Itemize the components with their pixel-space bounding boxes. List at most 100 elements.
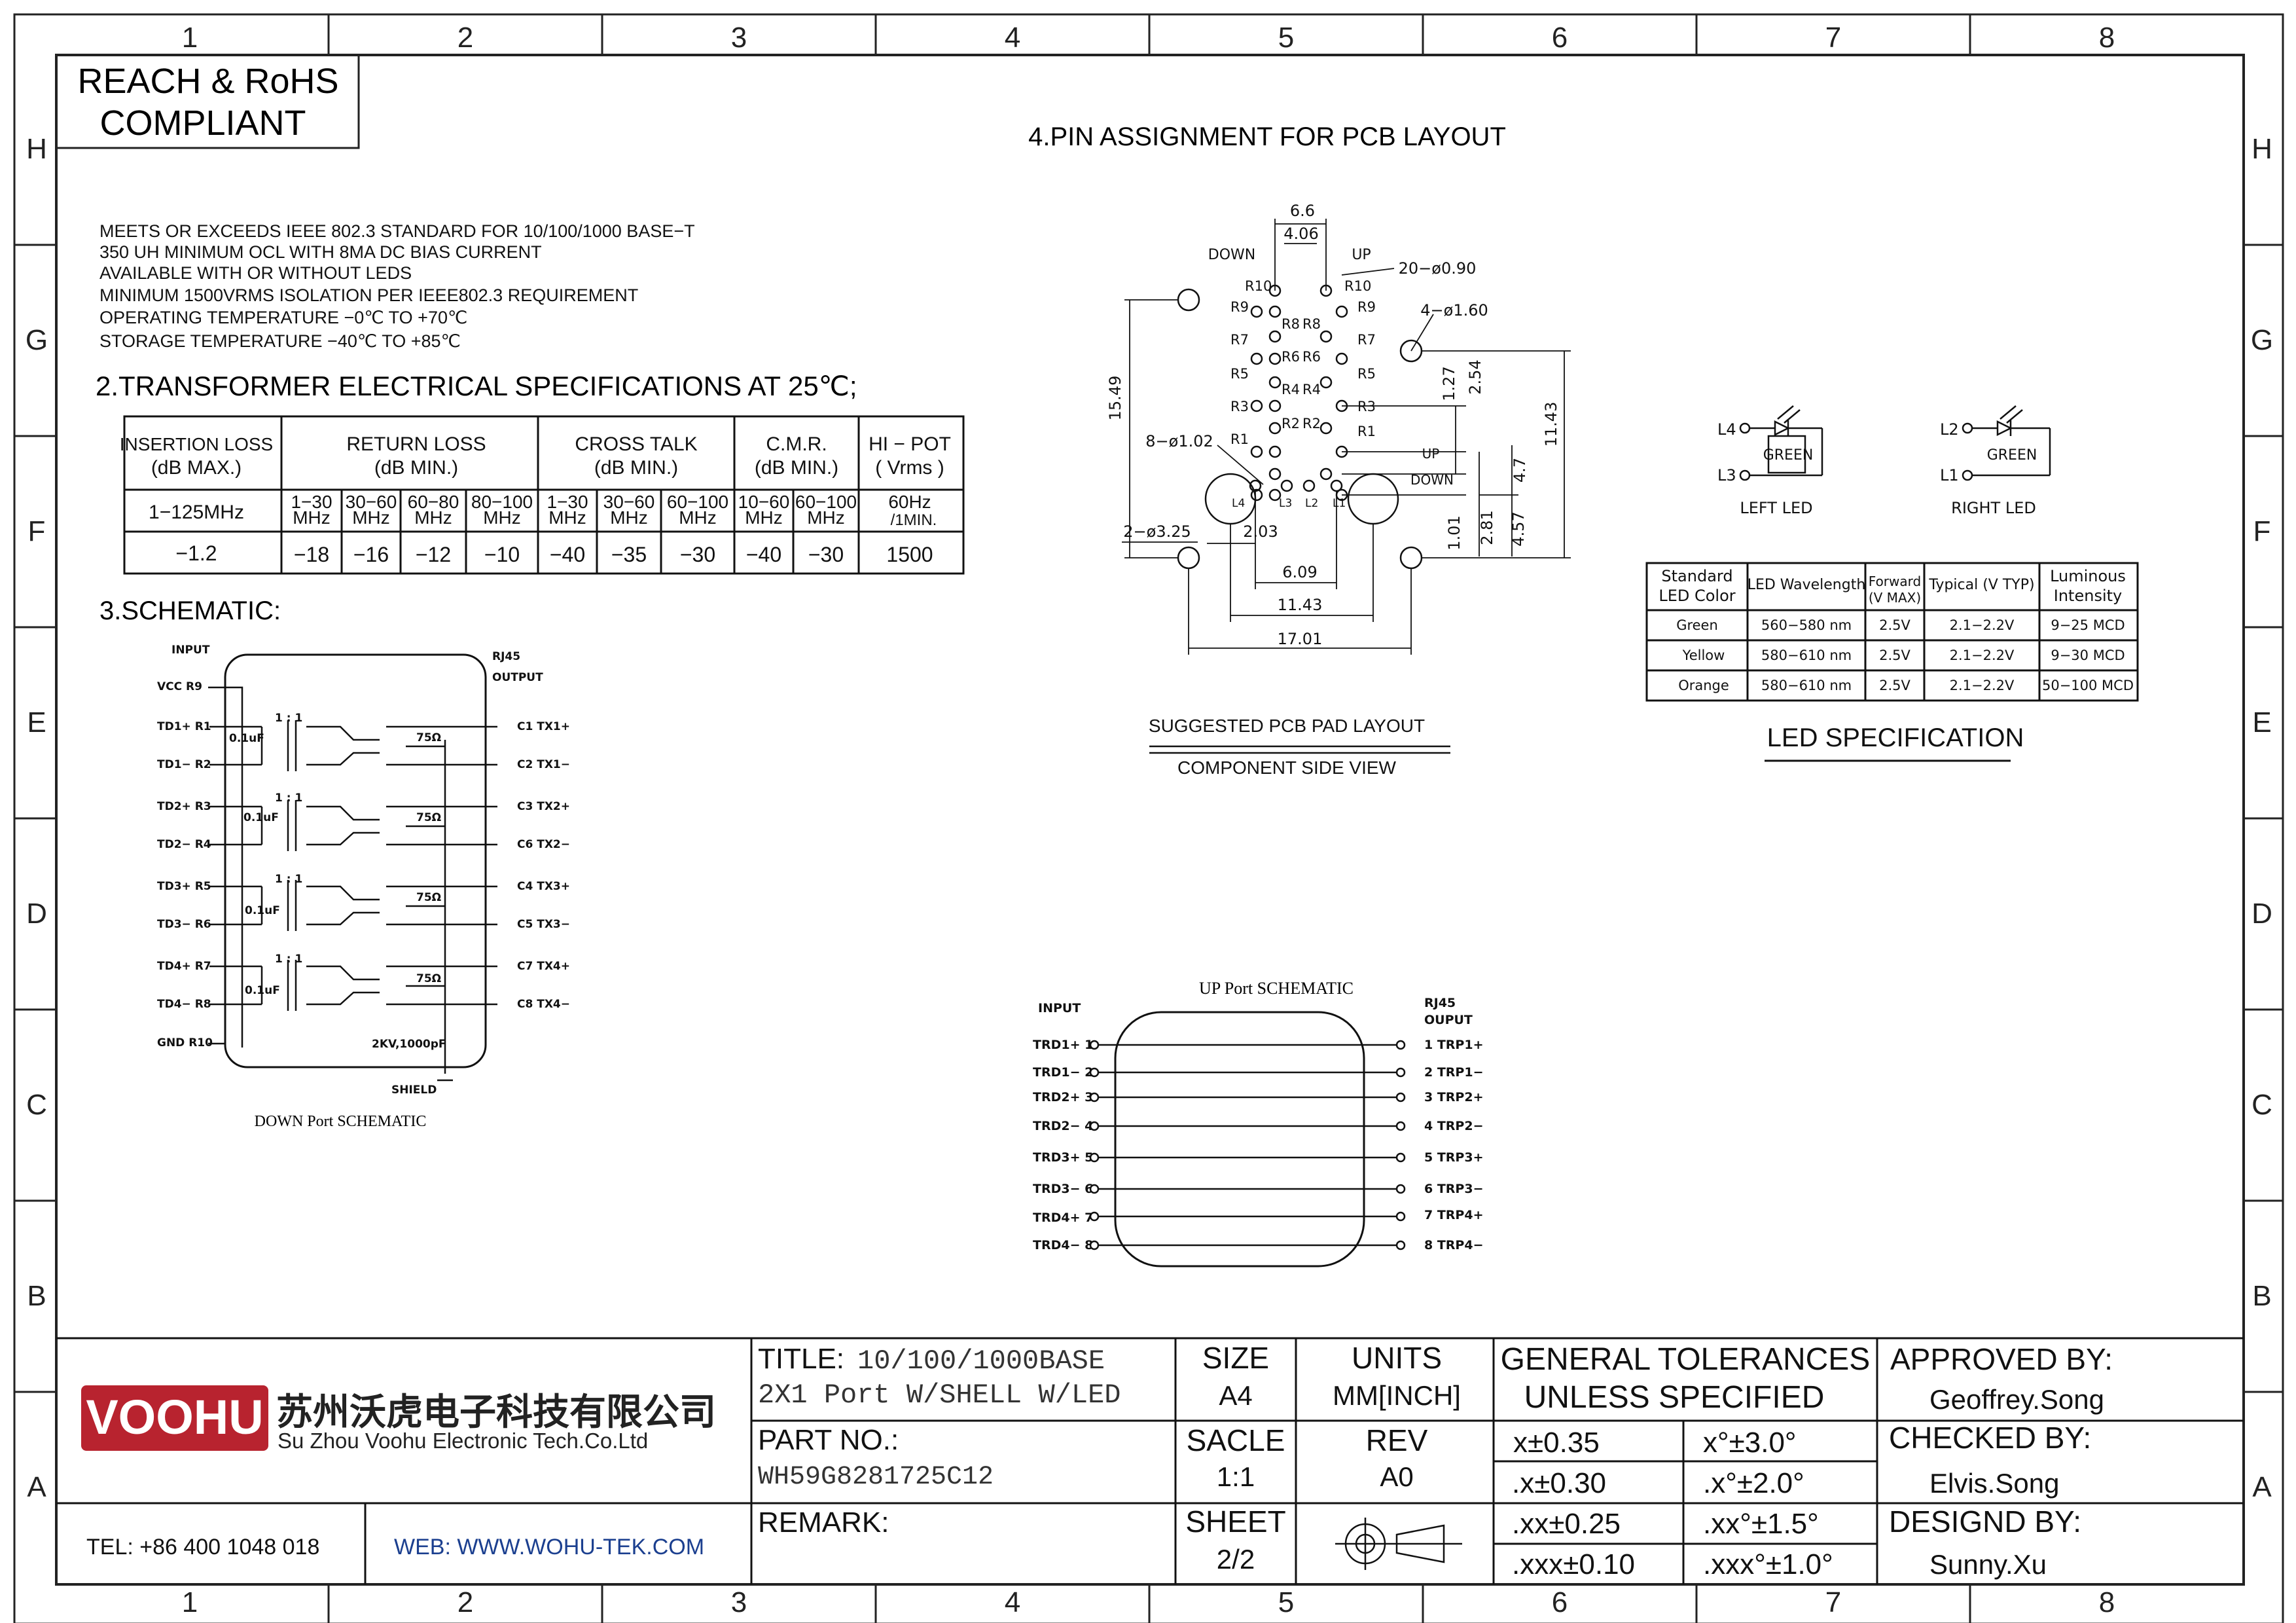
us-left-pin: TRD1+ 1 bbox=[1033, 1038, 1093, 1052]
us-left-pin: TRD4− 8 bbox=[1033, 1238, 1093, 1252]
size-value: A4 bbox=[1219, 1380, 1252, 1411]
ds-hv-cap: 2KV,1000pF bbox=[372, 1038, 446, 1051]
col-label: 7 bbox=[1825, 1586, 1841, 1618]
col-label: 5 bbox=[1278, 1586, 1294, 1618]
led-cell: 9−30 MCD bbox=[2051, 647, 2125, 663]
rev-label: REV bbox=[1366, 1423, 1428, 1457]
rev-value: A0 bbox=[1380, 1461, 1413, 1492]
pcb-pads bbox=[1177, 284, 1423, 570]
logo-text: VOOHU bbox=[86, 1390, 263, 1444]
us-left-pin: TRD2− 4 bbox=[1033, 1119, 1093, 1133]
led-cell: Yellow bbox=[1682, 647, 1725, 663]
ds-rj45: RJ45 bbox=[492, 650, 520, 663]
led-cell: 50−100 MCD bbox=[2042, 678, 2134, 693]
led-left-color: GREEN bbox=[1763, 447, 1814, 464]
val-cell: −12 bbox=[416, 543, 451, 566]
th-cmr: C.M.R. bbox=[766, 433, 827, 455]
led-spec-table: Standard LED Color LED Wavelength Forwar… bbox=[1645, 562, 2139, 762]
val-cell: −30 bbox=[680, 543, 715, 566]
led-th: Standard bbox=[1661, 567, 1732, 585]
schematic-section-title: 3.SCHEMATIC: bbox=[99, 596, 281, 625]
ds-pin: TD2− R4 bbox=[157, 838, 211, 851]
ds-pin: C3 TX2+ bbox=[517, 800, 570, 813]
checked-label: CHECKED BY: bbox=[1889, 1421, 2091, 1455]
led-cell: Orange bbox=[1678, 678, 1729, 693]
tel: TEL: +86 400 1048 018 bbox=[86, 1535, 319, 1559]
freq-sub-unit: MHz bbox=[352, 507, 390, 528]
pcb-pin: R6 bbox=[1302, 349, 1321, 365]
pcb-led-pin: L3 bbox=[1279, 497, 1292, 510]
us-left-pin: TRD3+ 5 bbox=[1033, 1150, 1093, 1165]
col-label: 6 bbox=[1552, 22, 1568, 54]
freq-sub-unit: MHz bbox=[610, 507, 648, 528]
col-label: 2 bbox=[457, 1586, 473, 1618]
pcb-title: 4.PIN ASSIGNMENT FOR PCB LAYOUT bbox=[1028, 122, 1506, 151]
spec-table: INSERTION LOSS (dB MAX.) RETURN LOSS (dB… bbox=[120, 415, 965, 575]
val-insertion: −1.2 bbox=[175, 541, 217, 565]
freq-sub-unit: MHz bbox=[483, 507, 521, 528]
us-right-pin: 4 TRP2− bbox=[1424, 1119, 1484, 1133]
led-left-bottom: L3 bbox=[1717, 466, 1736, 484]
led-cell: 2.1−2.2V bbox=[1950, 678, 2015, 693]
pcb-pin: R8 bbox=[1282, 316, 1300, 332]
row-label: G bbox=[2251, 324, 2273, 356]
feature-list: MEETS OR EXCEEDS IEEE 802.3 STANDARD FOR… bbox=[99, 221, 695, 351]
led-right-top: L2 bbox=[1940, 420, 1959, 439]
web-link[interactable]: WEB: WWW.WOHU-TEK.COM bbox=[394, 1535, 704, 1559]
company-en: Su Zhou Voohu Electronic Tech.Co.Ltd bbox=[278, 1429, 648, 1453]
ds-res: 75Ω bbox=[416, 972, 441, 985]
th-return: RETURN LOSS bbox=[346, 433, 486, 455]
ds-res: 75Ω bbox=[416, 811, 441, 824]
pcb-dim: 11.43 bbox=[1542, 402, 1560, 447]
ds-pin: C5 TX3− bbox=[517, 918, 570, 931]
us-left-pin: TRD3− 6 bbox=[1033, 1182, 1093, 1196]
ds-shield: SHIELD bbox=[391, 1084, 437, 1097]
th-cmr-unit: (dB MIN.) bbox=[755, 457, 838, 479]
pcb-dim: 2.03 bbox=[1243, 522, 1278, 541]
row-label: F bbox=[28, 515, 46, 547]
pcb-dim: 2.81 bbox=[1478, 510, 1496, 545]
scale-label: SACLE bbox=[1187, 1423, 1285, 1457]
pcb-dim: 4.7 bbox=[1511, 458, 1529, 483]
us-right-pin: 1 TRP1+ bbox=[1424, 1038, 1484, 1052]
pcb-pin: R6 bbox=[1282, 349, 1300, 365]
led-th: (V MAX) bbox=[1869, 590, 1921, 606]
up-port-schematic: UP Port SCHEMATIC INPUT RJ45 OUPUT TRD1+… bbox=[1033, 979, 1484, 1267]
pcb-pin: R1 bbox=[1357, 424, 1376, 439]
tol-linear: .xx±0.25 bbox=[1512, 1508, 1621, 1540]
tol-angular: .xxx°±1.0° bbox=[1703, 1548, 1833, 1580]
row-label: E bbox=[2252, 706, 2271, 739]
sheet-value: 2/2 bbox=[1217, 1544, 1255, 1575]
us-left-pin: TRD2+ 3 bbox=[1033, 1090, 1093, 1104]
pcb-dim: 8−ø1.02 bbox=[1145, 432, 1213, 450]
pcb-pin: R7 bbox=[1230, 332, 1249, 348]
freq-sub: 60−100 bbox=[795, 492, 857, 512]
pcb-pin: R4 bbox=[1302, 382, 1321, 397]
pcb-pin: R9 bbox=[1357, 299, 1376, 315]
pcb-down: DOWN bbox=[1208, 247, 1255, 263]
pcb-dim: 6.09 bbox=[1282, 563, 1317, 581]
row-label: D bbox=[2251, 898, 2272, 930]
ds-res: 75Ω bbox=[416, 731, 441, 744]
pcb-pin: R7 bbox=[1357, 332, 1376, 348]
val-cell: −40 bbox=[746, 543, 781, 566]
pcb-dim: 17.01 bbox=[1278, 630, 1323, 648]
pcb-dim: 1.27 bbox=[1440, 366, 1458, 401]
col-label: 2 bbox=[457, 22, 473, 54]
tol-linear: x±0.35 bbox=[1513, 1427, 1600, 1459]
th-insertion: INSERTION LOSS bbox=[120, 434, 273, 454]
row-label: A bbox=[2252, 1471, 2272, 1503]
col-label: 7 bbox=[1825, 22, 1841, 54]
ds-pin: TD4+ R7 bbox=[157, 960, 211, 973]
us-title: UP Port SCHEMATIC bbox=[1199, 979, 1354, 998]
pcb-up-label: UP bbox=[1422, 446, 1440, 462]
pcb-up: UP bbox=[1352, 247, 1371, 263]
th-cross-unit: (dB MIN.) bbox=[594, 457, 678, 479]
pcb-dim: 11.43 bbox=[1278, 596, 1323, 614]
us-right-pin: 3 TRP2+ bbox=[1424, 1090, 1484, 1104]
tol-linear: .xxx±0.10 bbox=[1512, 1548, 1635, 1580]
tol-title2: UNLESS SPECIFIED bbox=[1524, 1380, 1825, 1415]
col-label: 1 bbox=[182, 1586, 198, 1618]
pcb-led-pin: L1 bbox=[1333, 497, 1346, 510]
